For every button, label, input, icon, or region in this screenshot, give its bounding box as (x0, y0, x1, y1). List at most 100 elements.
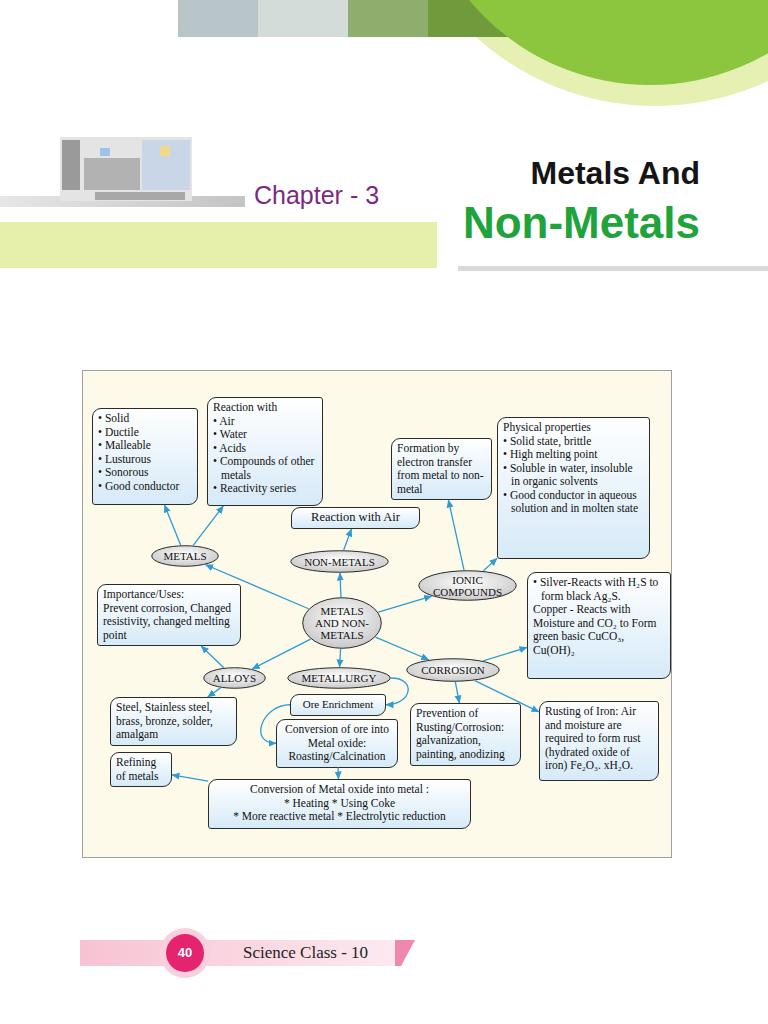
connector-arrow (455, 682, 459, 703)
connector-arrow (193, 506, 223, 545)
node-text: • Solid (98, 412, 192, 426)
node-text: • Lusturous (98, 453, 192, 467)
ellipse-shape (419, 571, 517, 601)
concept-box: Physical properties• Solid state, brittl… (497, 417, 650, 559)
node-text: Formation by electron transfer from meta… (397, 442, 486, 496)
connector-arrow (339, 649, 341, 667)
concept-box: Formation by electron transfer from meta… (391, 438, 492, 500)
node-text: * More reactive metal * Electrolytic red… (214, 810, 465, 824)
connector-arrow (164, 505, 180, 545)
concept-ellipse: NON-METALS (290, 550, 389, 573)
page-badge-ring (160, 928, 210, 978)
ellipse-shape (288, 668, 391, 689)
node-text: Reaction with Air (297, 511, 414, 525)
node-text: METALS (163, 550, 206, 562)
node-text: • Malleable (98, 439, 192, 453)
periodic-cells (84, 158, 140, 190)
ellipse-shape (152, 546, 219, 567)
footer-tab (395, 940, 415, 966)
node-text: • Compounds of other metals (213, 455, 317, 482)
node-text: Importance/Uses: (103, 588, 235, 602)
connector-arrow (378, 596, 431, 612)
connector-arrow (483, 647, 527, 660)
banner-photo (348, 0, 428, 37)
node-text: Physical properties (503, 421, 644, 435)
node-text: • Good conductor (98, 480, 192, 494)
connector-arrow (201, 646, 224, 668)
periodic-table-thumb (60, 137, 192, 201)
node-text: Refining of metals (116, 756, 166, 783)
node-text: • Solid state, brittle (503, 435, 644, 449)
concept-box: Reaction with Air (291, 507, 420, 529)
node-text: Rusting of Iron: Air and moisture are re… (545, 705, 653, 773)
connector-arrow (172, 775, 208, 781)
periodic-cells (142, 140, 190, 190)
concept-ellipse: IONIC COMPOUNDS (418, 570, 517, 601)
node-text: Prevention of Rusting/Corrosion: galvani… (416, 707, 515, 761)
concept-box: • Solid• Ductile• Malleable• Lusturous• … (92, 408, 198, 505)
node-text: Copper - Reacts with Moisture and CO₂ to… (533, 603, 665, 657)
connector-arrow (386, 678, 408, 705)
concept-box: Steel, Stainless steel, brass, bronze, s… (110, 697, 237, 746)
connector-arrow (252, 639, 310, 669)
node-text: METALS AND NON-METALS (309, 605, 375, 641)
concept-ellipse: METALLURGY (287, 667, 391, 689)
ellipse-shape (407, 659, 500, 682)
concept-ellipse: METALS (151, 545, 219, 567)
concept-box: Importance/Uses:Prevent corrosion, Chang… (97, 584, 241, 646)
node-text: • Ductile (98, 426, 192, 440)
ellipse-shape (204, 668, 266, 689)
connector-arrow (483, 558, 497, 570)
node-text: • Soluble in water, insoluble in organic… (503, 462, 644, 489)
concept-box: Conversion of Metal oxide into metal :* … (208, 779, 471, 829)
banner-photo (178, 0, 258, 37)
ellipse-shape (303, 598, 382, 649)
connector-arrow (337, 768, 339, 780)
node-text: • Water (213, 428, 317, 442)
node-text: NON-METALS (304, 556, 375, 568)
node-text: • Air (213, 415, 317, 429)
node-text: CORROSION (421, 664, 485, 676)
banner-photo (258, 0, 348, 37)
node-text: IONIC COMPOUNDS (425, 574, 510, 598)
concept-ellipse: CORROSION (406, 658, 500, 682)
concept-box: Prevention of Rusting/Corrosion: galvani… (410, 703, 521, 766)
footer-bar (80, 940, 395, 966)
periodic-cells (100, 148, 110, 156)
concept-ellipse: ALLOYS (203, 667, 266, 689)
node-text: • Sonorous (98, 466, 192, 480)
concept-box: • Silver-Reacts with H₂S to form black A… (527, 572, 671, 679)
node-text: Prevent corrosion, Changed resistivity, … (103, 602, 235, 643)
node-text: • Good conductor in aqueous solution and… (503, 489, 644, 516)
concept-ellipse: METALS AND NON-METALS (302, 597, 382, 649)
node-text: Conversion of Metal oxide into metal : (214, 783, 465, 797)
concept-box: Rusting of Iron: Air and moisture are re… (539, 701, 659, 781)
connector-arrow (344, 529, 352, 550)
node-text: Reaction with (213, 401, 317, 415)
map-frame (83, 371, 672, 858)
node-text: • Acids (213, 442, 317, 456)
ellipse-shape (291, 551, 389, 573)
page-title: Metals And Non-Metals (454, 148, 700, 248)
node-text: ALLOYS (213, 672, 256, 684)
title-underline (458, 266, 768, 271)
footer-label: Science Class - 10 (243, 943, 368, 963)
connector-arrow (208, 688, 221, 697)
page-number: 40 (163, 945, 207, 961)
node-text: Steel, Stainless steel, brass, bronze, s… (116, 701, 231, 742)
connector-arrow (448, 500, 464, 570)
node-text: * Heating * Using Coke (214, 797, 465, 811)
concept-box: Ore Enrichment (290, 694, 386, 716)
node-text: Conversion of ore into Metal oxide: Roas… (282, 723, 392, 764)
chapter-label: Chapter - 3 (254, 180, 379, 210)
concept-box: Refining of metals (110, 752, 172, 787)
node-text: • High melting point (503, 448, 644, 462)
node-text: • Reactivity series (213, 482, 317, 496)
concept-box: Reaction with• Air• Water• Acids• Compou… (207, 397, 323, 506)
node-text: METALLURGY (302, 672, 377, 684)
banner-circle (415, 0, 768, 85)
concept-box: Conversion of ore into Metal oxide: Roas… (276, 719, 398, 768)
connector-arrow (339, 573, 341, 597)
connector-arrow (376, 637, 429, 660)
